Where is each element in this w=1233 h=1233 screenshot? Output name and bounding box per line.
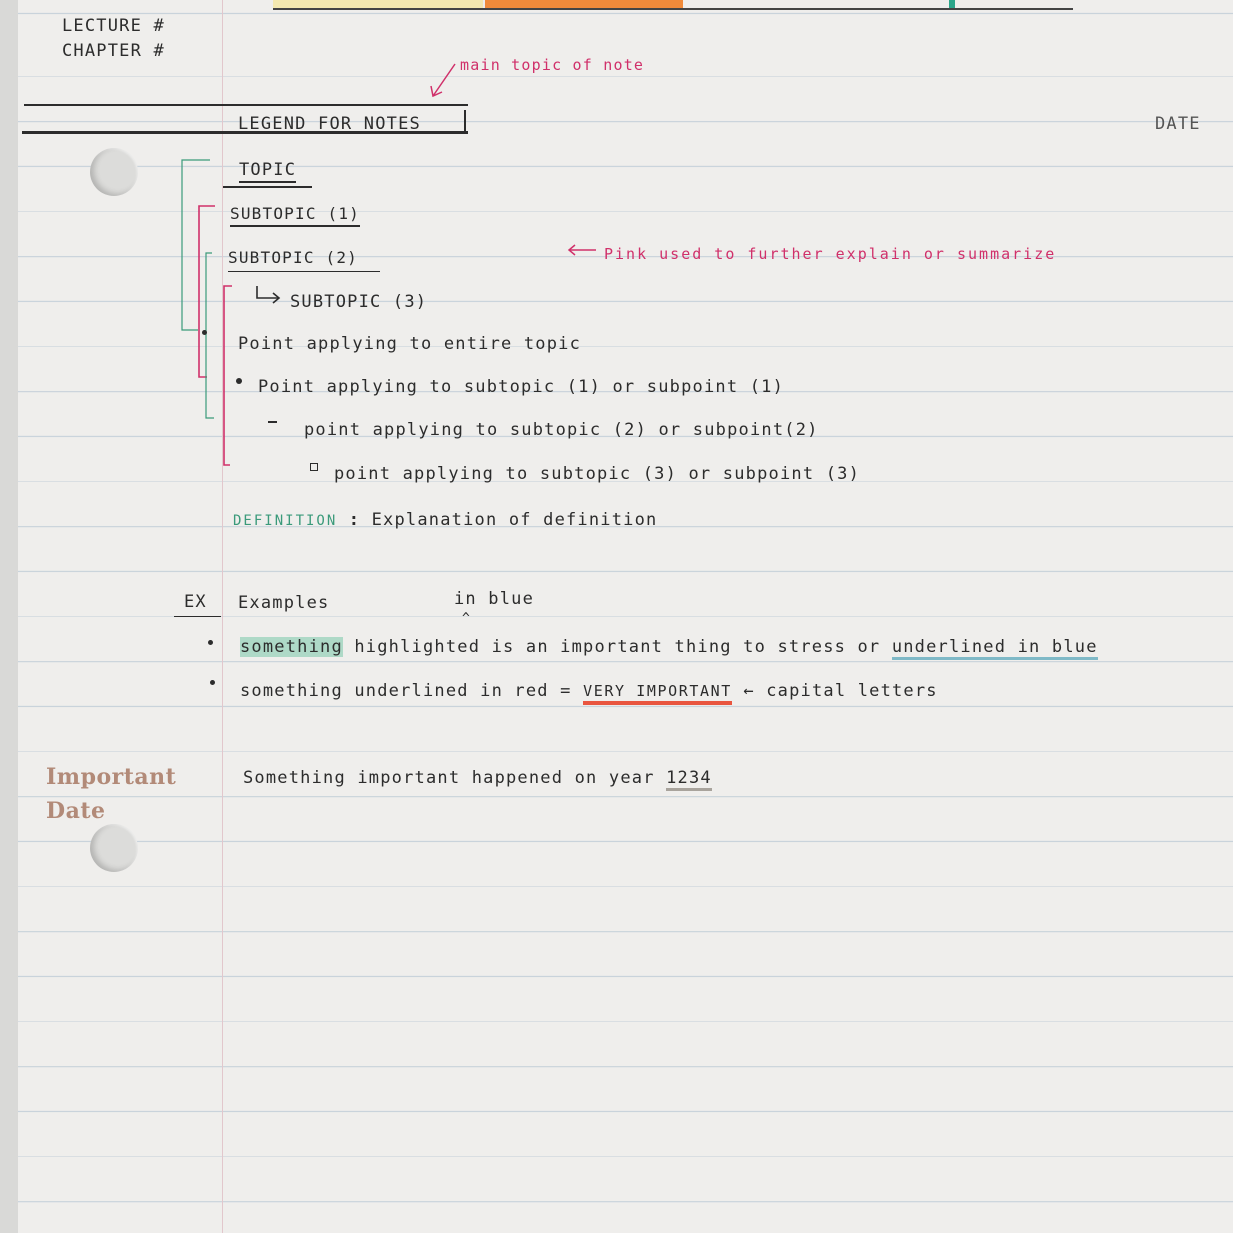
title-box-right (464, 110, 466, 134)
examples-title: Examples (238, 593, 330, 613)
arrow-left-small-icon: ← (743, 681, 767, 701)
example-item-2: something underlined in red = VERY IMPOR… (240, 681, 938, 705)
margin-line (222, 0, 223, 1233)
important-year: 1234 (666, 768, 712, 791)
bullet-dot (208, 640, 213, 645)
dash-marker (268, 421, 277, 423)
example-item-1: something highlighted is an important th… (240, 637, 1098, 660)
very-important-text: VERY IMPORTANT (583, 682, 732, 705)
capital-letters-note: capital letters (766, 681, 938, 701)
important-date-label-1: Important (46, 764, 177, 790)
point-entire-topic: Point applying to entire topic (238, 334, 582, 354)
date-label: DATE (1155, 114, 1201, 134)
topic-label: TOPIC (223, 160, 313, 188)
title-rule-bottom (22, 131, 468, 134)
main-topic-note: main topic of note (460, 56, 645, 74)
point-subtopic3: point applying to subtopic (3) or subpoi… (334, 464, 861, 484)
chapter-label: CHAPTER # (62, 41, 165, 61)
caret-mark: ^ (462, 611, 472, 626)
subtopic3-bracket (223, 285, 232, 466)
arrow-down-icon (430, 63, 456, 98)
binder-hole-bottom (90, 824, 138, 872)
notebook-page: LECTURE # CHAPTER # DATE main topic of n… (18, 0, 1233, 1233)
return-arrow-icon (256, 286, 281, 304)
binder-hole-top (90, 148, 138, 196)
example1-middle: highlighted is an important thing to str… (354, 637, 881, 657)
in-blue-note: in blue (454, 589, 535, 609)
subtopic1-label: SUBTOPIC (1) (230, 204, 360, 227)
important-date-line: Something important happened on year 123… (243, 768, 712, 791)
topic-bracket (181, 159, 210, 331)
subtopic1-bracket (198, 205, 215, 378)
underlined-blue-phrase: underlined in blue (891, 637, 1098, 660)
definition-text: Explanation of definition (371, 510, 658, 530)
important-date-text: Something important happened on year (243, 768, 655, 788)
point-subtopic1: Point applying to subtopic (1) or subpoi… (258, 377, 785, 397)
subtopic2-label: SUBTOPIC (2) (228, 248, 380, 272)
subtopic2-bracket (205, 252, 214, 419)
definition-label: DEFINITION (233, 513, 338, 529)
example2-start: something underlined in red = (240, 681, 572, 701)
bullet-dot (202, 330, 207, 335)
arrow-left-icon (567, 244, 596, 256)
definition-colon: : (348, 510, 372, 530)
subtopic3-label: SUBTOPIC (3) (290, 292, 428, 312)
pink-note: Pink used to further explain or summariz… (604, 245, 1057, 263)
highlighted-word: something (240, 637, 343, 657)
important-date-label-2: Date (46, 798, 106, 824)
lecture-label: LECTURE # (62, 16, 165, 36)
legend-title: LEGEND FOR NOTES (238, 114, 421, 134)
title-rule-top (24, 104, 468, 106)
ex-label: EX (174, 592, 221, 617)
topic-text: TOPIC (239, 160, 297, 183)
definition-line: DEFINITION : Explanation of definition (233, 510, 657, 530)
bullet-dot (236, 378, 242, 384)
top-drawing-fragment (273, 0, 1073, 10)
square-marker (310, 463, 318, 471)
point-subtopic2: point applying to subtopic (2) or subpoi… (304, 420, 819, 440)
bullet-dot (210, 680, 215, 685)
